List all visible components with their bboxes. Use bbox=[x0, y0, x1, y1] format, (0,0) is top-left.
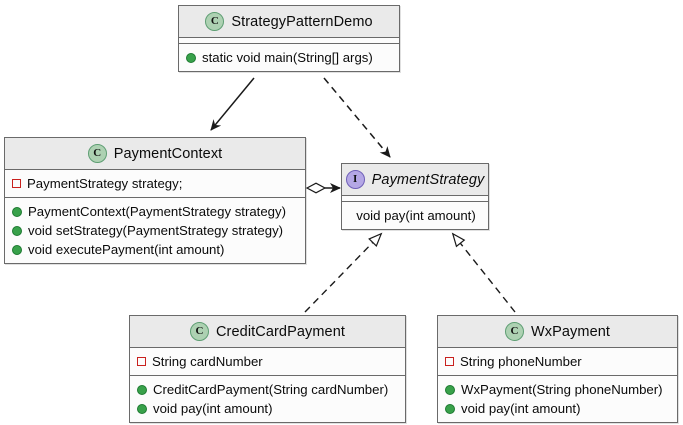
method-row[interactable]: void executePayment(int amount) bbox=[5, 240, 305, 259]
interface-name-label: PaymentStrategy bbox=[371, 171, 485, 188]
interface-icon: I bbox=[345, 170, 365, 189]
interface-header-payment-strategy: I PaymentStrategy bbox=[342, 164, 488, 196]
edge-demo-to-context bbox=[210, 77, 255, 131]
class-icon: C bbox=[504, 322, 524, 341]
fields-compartment-empty bbox=[342, 196, 488, 202]
private-field-icon bbox=[445, 357, 454, 366]
method-row[interactable]: static void main(String[] args) bbox=[179, 48, 399, 67]
method-label: void pay(int amount) bbox=[356, 208, 476, 223]
class-node-wx-payment[interactable]: C WxPayment String phoneNumber WxPayment… bbox=[437, 315, 678, 423]
public-method-icon bbox=[445, 384, 455, 395]
field-row[interactable]: String phoneNumber bbox=[438, 352, 677, 371]
field-label: String cardNumber bbox=[152, 354, 263, 369]
class-icon: C bbox=[87, 144, 107, 163]
method-label: void pay(int amount) bbox=[153, 401, 273, 416]
method-row[interactable]: CreditCardPayment(String cardNumber) bbox=[130, 380, 405, 399]
field-label: PaymentStrategy strategy; bbox=[27, 176, 183, 191]
fields-compartment: String cardNumber bbox=[130, 348, 405, 376]
edge-wx-implements-strategy bbox=[451, 232, 516, 313]
fields-compartment-empty bbox=[179, 38, 399, 44]
public-method-icon bbox=[12, 225, 22, 236]
methods-compartment: WxPayment(String phoneNumber) void pay(i… bbox=[438, 376, 677, 422]
method-row[interactable]: void pay(int amount) bbox=[438, 399, 677, 418]
private-field-icon bbox=[12, 179, 21, 188]
methods-compartment: void pay(int amount) bbox=[342, 202, 488, 229]
class-name-label: CreditCardPayment bbox=[215, 323, 346, 340]
public-method-icon bbox=[445, 403, 455, 414]
class-header-payment-context: C PaymentContext bbox=[5, 138, 305, 170]
public-method-icon bbox=[12, 206, 22, 217]
public-method-icon bbox=[137, 403, 147, 414]
method-row[interactable]: void pay(int amount) bbox=[342, 206, 488, 225]
class-header-wx-payment: C WxPayment bbox=[438, 316, 677, 348]
method-label: WxPayment(String phoneNumber) bbox=[461, 382, 663, 397]
method-row[interactable]: WxPayment(String phoneNumber) bbox=[438, 380, 677, 399]
field-row[interactable]: String cardNumber bbox=[130, 352, 405, 371]
method-label: static void main(String[] args) bbox=[202, 50, 373, 65]
method-row[interactable]: void pay(int amount) bbox=[130, 399, 405, 418]
class-name-label: WxPayment bbox=[530, 323, 611, 340]
public-method-icon bbox=[137, 384, 147, 395]
fields-compartment: PaymentStrategy strategy; bbox=[5, 170, 305, 198]
method-label: PaymentContext(PaymentStrategy strategy) bbox=[28, 204, 286, 219]
field-row[interactable]: PaymentStrategy strategy; bbox=[5, 174, 305, 193]
edge-demo-to-strategy bbox=[323, 77, 391, 158]
methods-compartment: CreditCardPayment(String cardNumber) voi… bbox=[130, 376, 405, 422]
methods-compartment: static void main(String[] args) bbox=[179, 44, 399, 71]
class-name-label: StrategyPatternDemo bbox=[231, 13, 373, 30]
class-icon: C bbox=[189, 322, 209, 341]
method-row[interactable]: PaymentContext(PaymentStrategy strategy) bbox=[5, 202, 305, 221]
class-node-strategy-pattern-demo[interactable]: C StrategyPatternDemo static void main(S… bbox=[178, 5, 400, 72]
field-label: String phoneNumber bbox=[460, 354, 582, 369]
edge-creditcard-implements-strategy bbox=[304, 232, 383, 313]
method-label: CreditCardPayment(String cardNumber) bbox=[153, 382, 389, 397]
class-header-credit-card-payment: C CreditCardPayment bbox=[130, 316, 405, 348]
method-row[interactable]: void setStrategy(PaymentStrategy strateg… bbox=[5, 221, 305, 240]
method-label: void pay(int amount) bbox=[461, 401, 581, 416]
private-field-icon bbox=[137, 357, 146, 366]
class-node-payment-context[interactable]: C PaymentContext PaymentStrategy strateg… bbox=[4, 137, 306, 264]
methods-compartment: PaymentContext(PaymentStrategy strategy)… bbox=[5, 198, 305, 263]
public-method-icon bbox=[186, 52, 196, 63]
class-icon: C bbox=[205, 12, 225, 31]
class-node-credit-card-payment[interactable]: C CreditCardPayment String cardNumber Cr… bbox=[129, 315, 406, 423]
edge-context-to-strategy bbox=[305, 182, 341, 194]
fields-compartment: String phoneNumber bbox=[438, 348, 677, 376]
method-label: void setStrategy(PaymentStrategy strateg… bbox=[28, 223, 284, 238]
method-label: void executePayment(int amount) bbox=[28, 242, 225, 257]
public-method-icon bbox=[12, 244, 22, 255]
class-header-strategy-pattern-demo: C StrategyPatternDemo bbox=[179, 6, 399, 38]
class-name-label: PaymentContext bbox=[113, 145, 223, 162]
interface-node-payment-strategy[interactable]: I PaymentStrategy void pay(int amount) bbox=[341, 163, 489, 230]
